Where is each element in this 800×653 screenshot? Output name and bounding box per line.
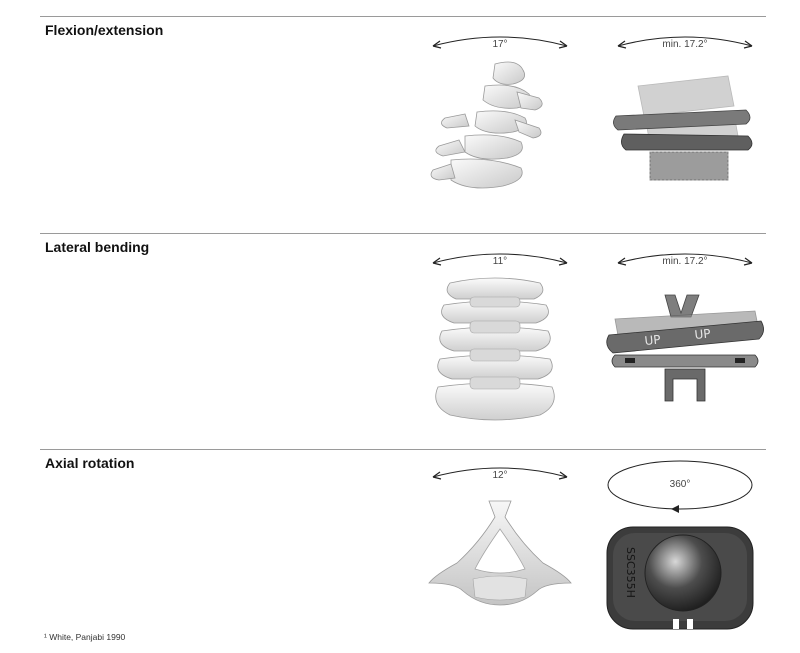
natural-angle-label: 11°	[493, 256, 507, 267]
implant-up-mark: UP	[644, 332, 661, 348]
section-title: Flexion/extension	[45, 22, 164, 38]
implant-flexion-illustration	[613, 75, 753, 181]
full-rotation-ellipse: 360°	[607, 460, 753, 513]
implant-angle-label: min. 17.2°	[662, 256, 707, 267]
section-lateral-bending: Lateral bending 11° min. 17.2°	[40, 233, 766, 445]
natural-range-arc: 12°	[432, 467, 568, 481]
footnote-reference: ¹ White, Panjabi 1990	[44, 632, 126, 642]
section-divider	[40, 449, 766, 450]
implant-up-mark: UP	[694, 326, 711, 342]
natural-angle-label: 12°	[492, 470, 507, 481]
implant-lateral-illustration: UP UP	[606, 294, 764, 402]
section-flexion-extension: Flexion/extension 17° min. 17.2°	[40, 16, 766, 226]
implant-range-arc: min. 17.2°	[617, 36, 753, 50]
cervical-spine-side-illustration	[430, 61, 543, 189]
implant-range-arc: min. 17.2°	[617, 253, 753, 267]
implant-angle-label: 360°	[670, 479, 691, 490]
vertebra-top-illustration	[428, 500, 572, 606]
implant-part-number: SSC355H	[624, 547, 637, 598]
natural-angle-label: 17°	[492, 39, 507, 50]
implant-angle-label: min. 17.2°	[662, 39, 707, 50]
natural-range-arc: 11°	[432, 253, 568, 267]
implant-top-illustration: SSC355H	[606, 526, 754, 630]
section-axial-rotation: Axial rotation 12° 360° SSC355H	[40, 449, 766, 634]
section-divider	[40, 233, 766, 234]
natural-range-arc: 17°	[432, 36, 568, 50]
section-title: Lateral bending	[45, 239, 150, 255]
section-title: Axial rotation	[45, 455, 135, 471]
cervical-spine-front-illustration	[435, 277, 555, 421]
section-divider	[40, 16, 766, 17]
